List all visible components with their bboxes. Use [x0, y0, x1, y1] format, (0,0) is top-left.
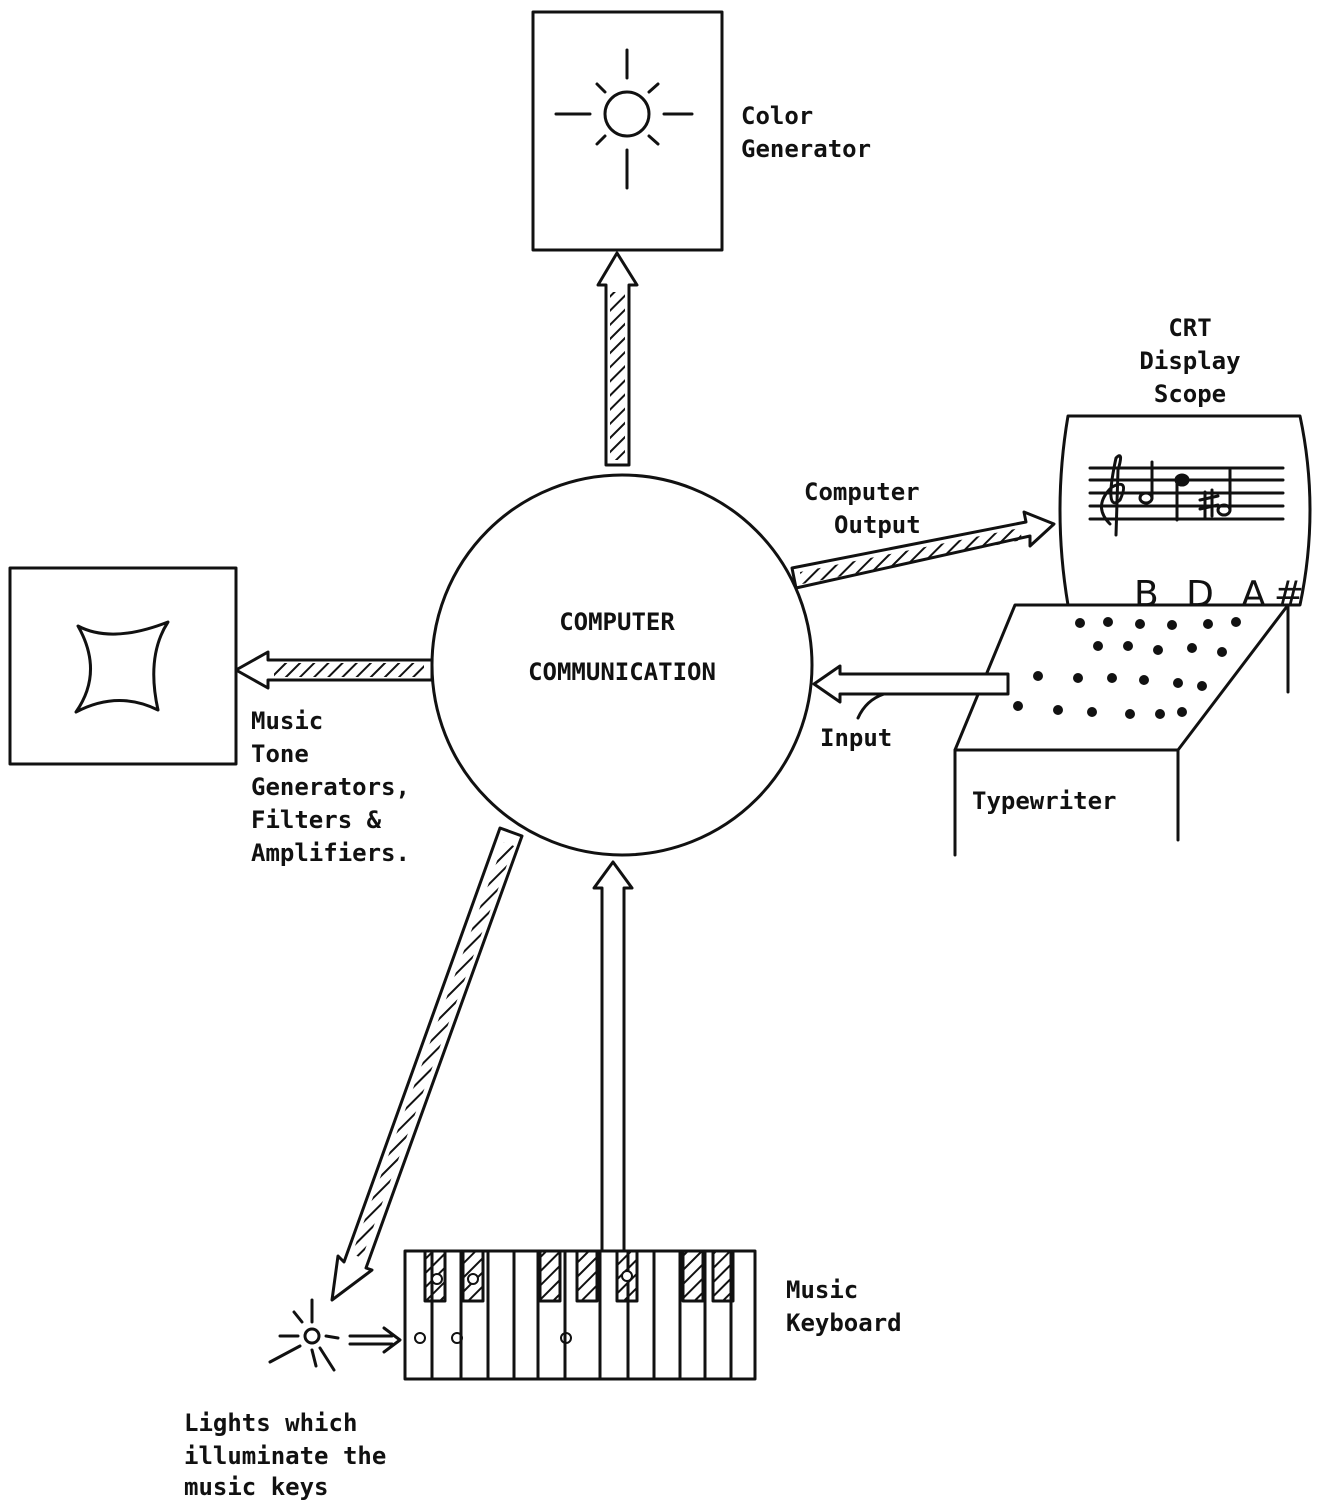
crt-note-names: B D A#: [1134, 574, 1313, 615]
arrow-to-crt: [790, 510, 1056, 590]
music-staff-icon: [1088, 454, 1285, 537]
tone-generators-label-line3: Generators,: [251, 773, 410, 801]
tone-generators-label-line5: Amplifiers.: [251, 839, 410, 867]
computer-label-line1: COMPUTER: [559, 608, 675, 636]
typewriter-label: Typewriter: [972, 787, 1117, 815]
music-keyboard-label-line1: Music: [786, 1276, 859, 1304]
color-generator-box: [531, 10, 724, 252]
tone-generators-label-line1: Music: [251, 707, 324, 735]
lights-label-line1: Lights which: [184, 1409, 358, 1437]
arrow-lights-to-keyboard: [348, 1326, 402, 1354]
lights-label-line2: illuminate the: [184, 1442, 387, 1470]
input-label: Input: [820, 724, 893, 752]
color-generator-label-line1: Color: [741, 102, 814, 130]
music-keyboard-label-line2: Keyboard: [786, 1309, 902, 1337]
tone-generators-label-line4: Filters &: [251, 806, 382, 834]
color-generator-label-line2: Generator: [741, 135, 872, 163]
input-pointer: [856, 692, 886, 720]
arrow-to-color-generator: [596, 251, 639, 467]
arrow-to-tone-generator: [234, 650, 434, 690]
crt-label-line1: CRT: [1168, 314, 1212, 342]
crt-label-line3: Scope: [1153, 380, 1227, 408]
waveform-icon: [74, 620, 170, 714]
crt-label-line2: Display: [1139, 347, 1241, 375]
computer-output-label-line2: Output: [834, 511, 921, 539]
tone-generators-label-line2: Tone: [251, 740, 309, 768]
sun-icon: [554, 48, 694, 190]
computer-output-label-line1: Computer: [804, 478, 920, 506]
arrow-keyboard-to-computer: [592, 860, 634, 1253]
arrow-input: [812, 664, 1010, 704]
lights-label-line3: music keys: [184, 1473, 329, 1501]
tone-generator-box: [8, 566, 238, 766]
light-burst-icon: [268, 1298, 340, 1372]
crt-scope-outline: [1058, 414, 1312, 607]
typewriter-drawing: [953, 603, 1290, 857]
arrow-to-lights: [330, 826, 524, 1302]
computer-label-line2: COMMUNICATION: [528, 658, 716, 686]
music-keyboard-drawing: [403, 1249, 757, 1381]
